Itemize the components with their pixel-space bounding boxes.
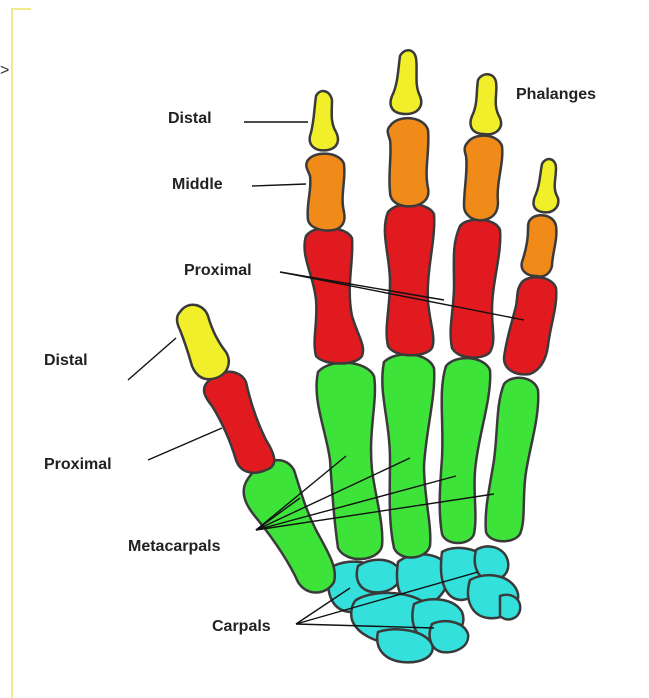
distal-phalanx-index xyxy=(310,91,338,150)
label-phalanges: Phalanges xyxy=(516,86,596,104)
metacarpal-middle xyxy=(382,354,434,557)
leader-proximal-thumb xyxy=(148,428,222,460)
distal-phalanges xyxy=(177,50,558,379)
metacarpal-thumb xyxy=(244,460,335,592)
proximal-phalanx-little xyxy=(504,277,556,374)
carpal-bones xyxy=(328,546,520,662)
middle-phalanx-ring xyxy=(464,136,502,221)
proximal-phalanx-ring xyxy=(451,220,501,358)
distal-phalanx-ring xyxy=(471,74,502,134)
distal-phalanx-middle xyxy=(391,50,422,114)
leader-distal-thumb xyxy=(128,338,176,380)
label-distal-thumb: Distal xyxy=(44,352,88,370)
distal-phalanx-thumb xyxy=(177,305,229,379)
label-middle: Middle xyxy=(172,176,223,194)
middle-phalanx-little xyxy=(522,215,557,276)
label-proximal-thumb: Proximal xyxy=(44,456,112,474)
carpal-bone xyxy=(430,621,469,652)
metacarpal-ring xyxy=(440,358,491,543)
metacarpal-little xyxy=(486,378,539,542)
label-proximal-finger: Proximal xyxy=(184,262,252,280)
proximal-phalanx-thumb xyxy=(204,372,274,473)
label-distal-finger: Distal xyxy=(168,110,212,128)
carpal-bone xyxy=(500,595,520,620)
proximal-phalanx-index xyxy=(305,228,364,364)
distal-phalanx-little xyxy=(534,159,559,212)
proximal-phalanx-middle xyxy=(385,204,434,355)
leader-middle xyxy=(252,184,306,186)
middle-phalanx-index xyxy=(306,154,344,231)
carpal-bone xyxy=(357,560,400,593)
label-carpals: Carpals xyxy=(212,618,271,636)
middle-phalanx-middle xyxy=(388,118,429,206)
metacarpal-index xyxy=(317,363,383,559)
label-metacarpals: Metacarpals xyxy=(128,538,221,556)
